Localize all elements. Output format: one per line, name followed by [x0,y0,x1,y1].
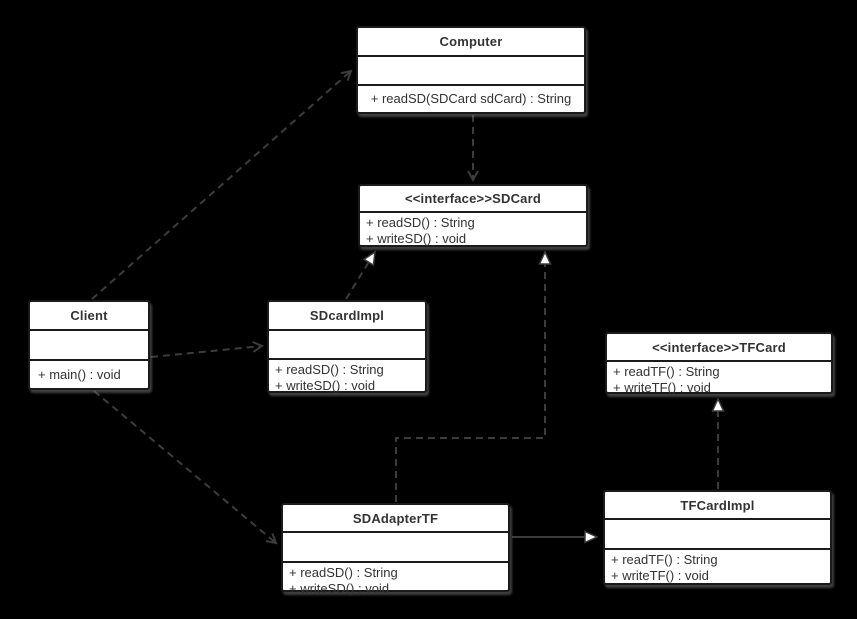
class-box-sdadaptertf: SDAdapterTF + readSD() : String + writeS… [281,503,510,596]
method-label: + writeSD() : void [289,581,390,596]
edge-realization-sdadaptertf-sdcard [395,250,552,502]
method-label: + readSD(SDCard sdCard) : String [370,91,572,106]
method-label: + readSD() : String [275,362,384,377]
class-methods: + readSD() : String + writeSD() : void [269,360,425,394]
class-attributes-empty [358,57,584,86]
class-box-tfcard-interface: <<interface>>TFCard + readTF() : String … [605,332,833,396]
edge-dependency-client-sdadaptertf [93,390,278,545]
class-attributes-empty [283,533,508,563]
method-label: + writeSD() : void [366,231,467,246]
method-label: + readTF() : String [613,364,720,379]
method-label: + main() : void [38,366,121,382]
class-methods: + main() : void [30,361,148,388]
class-title: SDAdapterTF [283,505,508,533]
class-title: <<interface>>SDCard [360,186,586,213]
class-attributes-empty [269,331,425,360]
class-box-sdcardimpl: SDcardImpl + readSD() : String + writeSD… [267,300,427,393]
class-title: TFCardImpl [605,492,830,520]
edge-realization-sdcardimpl-sdcard [345,250,376,300]
class-methods: + readSD() : String + writeSD() : void [283,563,508,597]
class-title: Client [30,302,148,331]
edge-dependency-client-sdcardimpl [150,340,265,358]
class-methods: + readSD(SDCard sdCard) : String [358,86,584,112]
class-methods: + readTF() : String + writeTF() : void [607,362,831,396]
class-title: SDcardImpl [269,302,425,331]
method-label: + writeTF() : void [613,380,711,395]
method-label: + writeTF() : void [611,568,709,583]
class-attributes-empty [605,520,830,550]
class-box-client: Client + main() : void [28,300,150,390]
class-attributes-empty [30,331,148,361]
method-label: + writeSD() : void [275,378,376,393]
method-label: + readSD() : String [289,565,398,580]
class-box-tfcardimpl: TFCardImpl + readTF() : String + writeTF… [603,490,832,585]
class-methods: + readTF() : String + writeTF() : void [605,550,830,584]
method-label: + readTF() : String [611,552,718,567]
class-box-computer: Computer + readSD(SDCard sdCard) : Strin… [356,26,586,114]
edge-dependency-client-computer [91,69,353,300]
method-label: + readSD() : String [366,215,475,230]
class-title: <<interface>>TFCard [607,334,831,362]
class-box-sdcard-interface: <<interface>>SDCard + readSD() : String … [358,184,588,247]
class-methods: + readSD() : String + writeSD() : void [360,213,586,247]
class-title: Computer [358,28,584,57]
